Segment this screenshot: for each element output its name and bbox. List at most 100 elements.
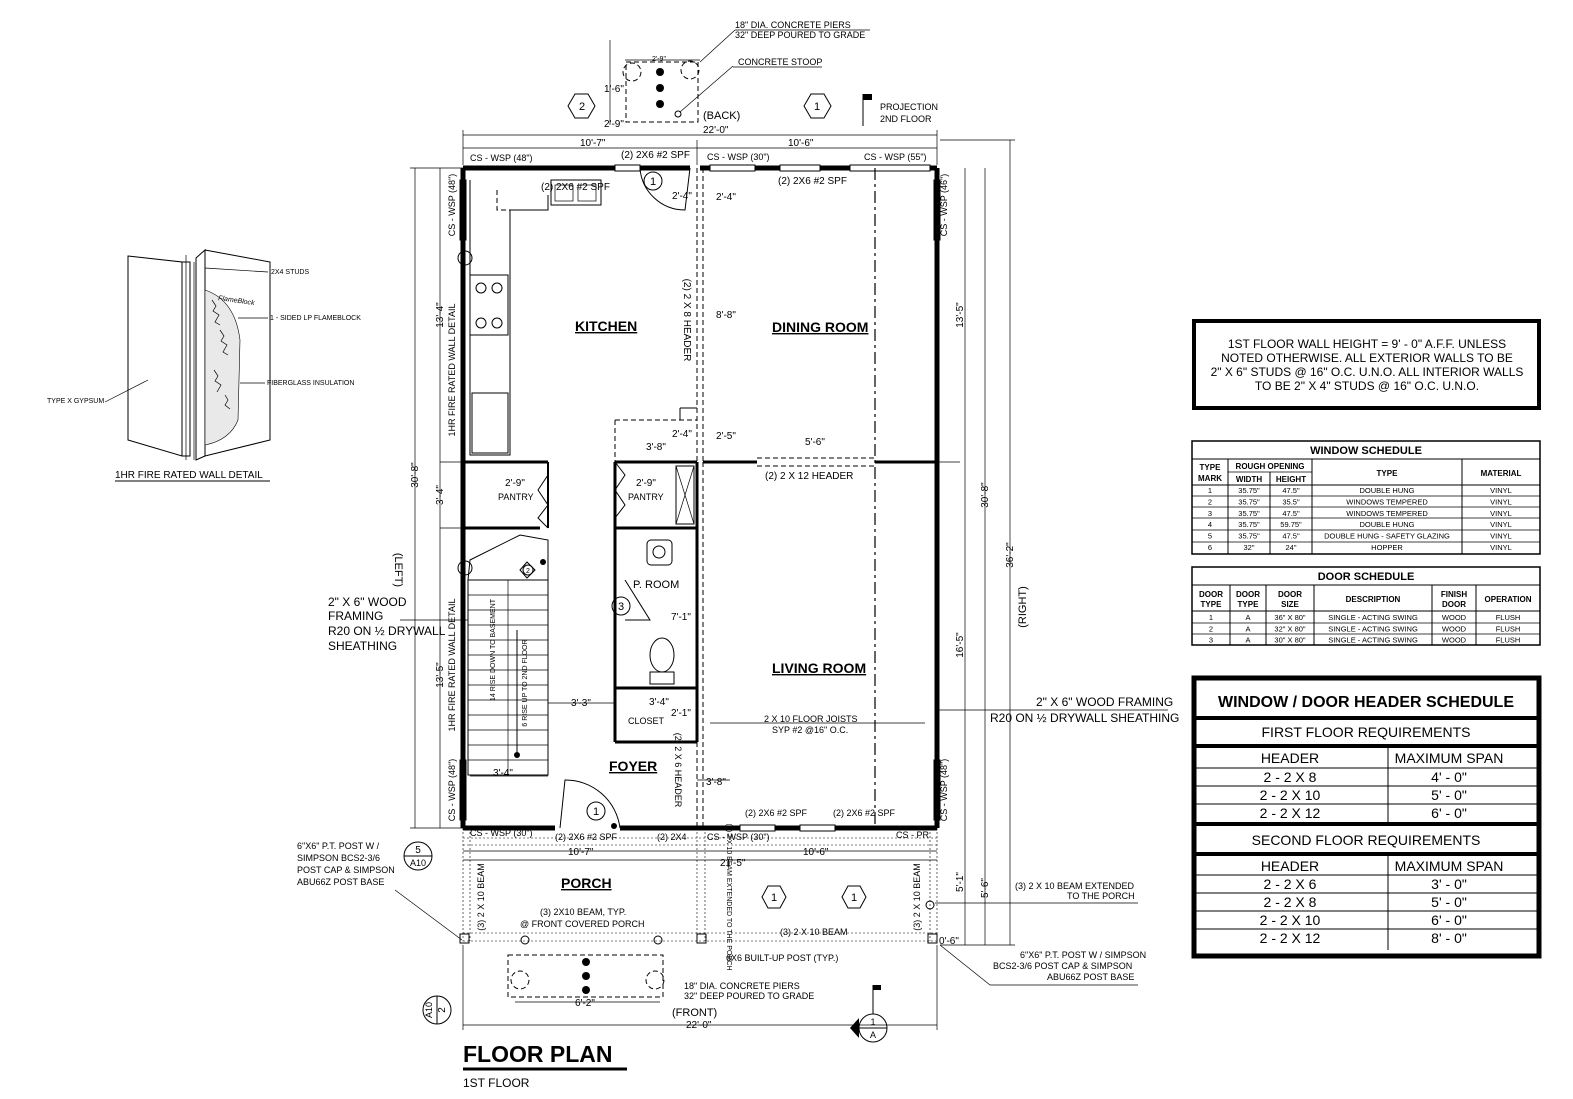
svg-text:TO BE 2" X 4" STUDS @ 16" O.C.: TO BE 2" X 4" STUDS @ 16" O.C. U.N.O. [1255,379,1479,393]
interior-walls [457,167,937,829]
room-dining: DINING ROOM [772,319,868,335]
svg-text:2'-4": 2'-4" [672,191,692,202]
svg-text:13'-4": 13'-4" [435,302,446,328]
svg-text:FRAMING: FRAMING [328,609,383,623]
svg-text:13'-5": 13'-5" [435,662,446,688]
svg-text:2'-4": 2'-4" [672,429,692,440]
header-size: 2 - 2 X 8 [1264,894,1317,910]
header-span: 8' - 0" [1431,930,1467,946]
svg-text:2'-9": 2'-9" [652,56,666,63]
svg-text:A: A [870,1030,876,1040]
svg-text:22'-0": 22'-0" [703,125,729,136]
svg-text:6"X6" P.T. POST W /: 6"X6" P.T. POST W / [297,841,380,851]
svg-text:WINDOW / DOOR HEADER SCHEDULE: WINDOW / DOOR HEADER SCHEDULE [1218,694,1514,711]
svg-text:TYPE: TYPE [1200,463,1222,472]
svg-text:CS - WSP (30"): CS - WSP (30") [707,152,770,162]
door-schedule-cell: A [1245,624,1250,633]
svg-text:TYPE: TYPE [1201,600,1223,609]
page-subtitle: 1ST FLOOR [463,1076,530,1090]
svg-text:10'-6": 10'-6" [803,847,829,858]
svg-text:SIMPSON BCS2-3/6: SIMPSON BCS2-3/6 [297,853,380,863]
window-schedule-cell: 1 [1208,486,1212,495]
wall-detail-flameblock: 1 - SIDED LP FLAMEBLOCK [270,315,361,322]
room-kitchen: KITCHEN [575,318,637,334]
svg-text:(2) 2X6 #2 SPF: (2) 2X6 #2 SPF [778,176,847,187]
svg-text:2'-9": 2'-9" [636,478,656,489]
svg-text:13'-5": 13'-5" [955,302,966,328]
header-span: 3' - 0" [1431,876,1467,892]
window-schedule-cell: VINYL [1490,520,1512,529]
door-schedule-cell: 30" X 80" [1274,636,1306,645]
room-powder: P. ROOM [633,579,679,591]
svg-text:1'-6": 1'-6" [604,84,624,95]
svg-text:1: 1 [593,806,599,818]
svg-text:2: 2 [526,568,530,575]
svg-text:(2) 2X6 #2 SPF: (2) 2X6 #2 SPF [541,182,610,193]
svg-text:1: 1 [771,892,777,904]
door-schedule-cell: SINGLE - ACTING SWING [1328,624,1418,633]
svg-text:6 RISE UP TO 2ND FLOOR: 6 RISE UP TO 2ND FLOOR [522,639,529,726]
window-schedule-cell: DOUBLE HUNG [1359,520,1414,529]
window-schedule-cell: 35.75" [1238,532,1260,541]
header-size: 2 - 2 X 10 [1260,787,1321,803]
svg-text:BCS2-3/6 POST CAP & SIMPSON: BCS2-3/6 POST CAP & SIMPSON [993,961,1132,971]
door-schedule-cell: WOOD [1442,613,1467,622]
svg-text:(3) 2 X 10 BEAM: (3) 2 X 10 BEAM [780,927,848,937]
svg-text:TO THE PORCH: TO THE PORCH [1067,891,1135,901]
svg-text:TYPE: TYPE [1238,600,1260,609]
door-schedule-cell: WOOD [1442,636,1467,645]
door-schedule-cell: FLUSH [1496,636,1521,645]
svg-text:2: 2 [579,101,585,113]
window-schedule-cell: 35.5" [1282,497,1300,506]
window-schedule-cell: DOUBLE HUNG - SAFETY GLAZING [1324,532,1450,541]
window-schedule-cell: 35.75" [1238,520,1260,529]
svg-text:2" X 6" WOOD FRAMING: 2" X 6" WOOD FRAMING [1036,695,1173,709]
door-schedule-cell: 2 [1209,624,1213,633]
window-schedule-cell: HOPPER [1371,543,1403,552]
door-schedule-cell: 3 [1209,636,1213,645]
window-schedule-cell: VINYL [1490,509,1512,518]
svg-text:DOOR: DOOR [1442,600,1466,609]
svg-text:1HR FIRE RATED WALL DETAIL: 1HR FIRE RATED WALL DETAIL [447,598,457,731]
svg-text:OPERATION: OPERATION [1485,595,1532,604]
label-front: (FRONT) [672,1007,717,1019]
svg-text:6X6 BUILT-UP POST (TYP.): 6X6 BUILT-UP POST (TYP.) [726,953,838,963]
window-schedule-cell: WINDOWS TEMPERED [1346,509,1428,518]
window-schedule-cell: 3 [1208,509,1212,518]
svg-text:1HR FIRE RATED WALL DETAIL: 1HR FIRE RATED WALL DETAIL [447,303,457,436]
window-schedule-cell: 47.5" [1282,532,1300,541]
svg-text:2'-1": 2'-1" [671,708,691,719]
svg-text:22'-0": 22'-0" [686,1020,712,1031]
svg-text:3'-8": 3'-8" [706,777,726,788]
svg-text:(2) 2X6 #2 SPF: (2) 2X6 #2 SPF [555,832,618,842]
room-living: LIVING ROOM [772,660,866,676]
svg-text:0'-6": 0'-6" [939,936,959,947]
svg-text:18" DIA. CONCRETE PIERS: 18" DIA. CONCRETE PIERS [684,981,800,991]
door-schedule-cell: 1 [1209,613,1213,622]
window-schedule-cell: WINDOWS TEMPERED [1346,497,1428,506]
svg-text:ABU66Z POST BASE: ABU66Z POST BASE [1047,972,1134,982]
window-schedule-cell: VINYL [1490,497,1512,506]
svg-text:(3) 2 X 10 BEAM EXTENDED: (3) 2 X 10 BEAM EXTENDED [1015,881,1135,891]
wall-detail-studs: 2X4 STUDS [271,269,309,276]
svg-text:5'-1": 5'-1" [955,872,966,892]
header-span: 4' - 0" [1431,769,1467,785]
wall-detail: FlameBlock 2X4 STUDS 1 - SIDED LP FLAMEB… [47,248,361,482]
general-note: 1ST FLOOR WALL HEIGHT = 9' - 0" A.F.F. U… [1192,319,1541,410]
svg-text:5: 5 [415,845,421,856]
label-left: (LEFT) [392,553,404,587]
window-schedule: WINDOW SCHEDULE TYPE MARK ROUGH OPENING … [1191,440,1541,555]
window-schedule-cell: 24" [1285,543,1296,552]
svg-text:CS - WSP (48"): CS - WSP (48") [470,153,533,163]
svg-text:2'-9": 2'-9" [505,478,525,489]
svg-text:HEIGHT: HEIGHT [1276,475,1306,484]
svg-text:CS - WSP (48"): CS - WSP (48") [447,174,457,237]
svg-text:3'-4": 3'-4" [493,768,513,779]
svg-text:CS - PR: CS - PR [896,830,930,840]
dimension-lines [410,40,1015,1030]
svg-text:(2) 2 X 12 HEADER: (2) 2 X 12 HEADER [765,471,853,482]
svg-text:2'-9": 2'-9" [604,119,624,130]
svg-text:CS - WSP (55"): CS - WSP (55") [864,152,927,162]
svg-text:DOOR: DOOR [1278,590,1302,599]
